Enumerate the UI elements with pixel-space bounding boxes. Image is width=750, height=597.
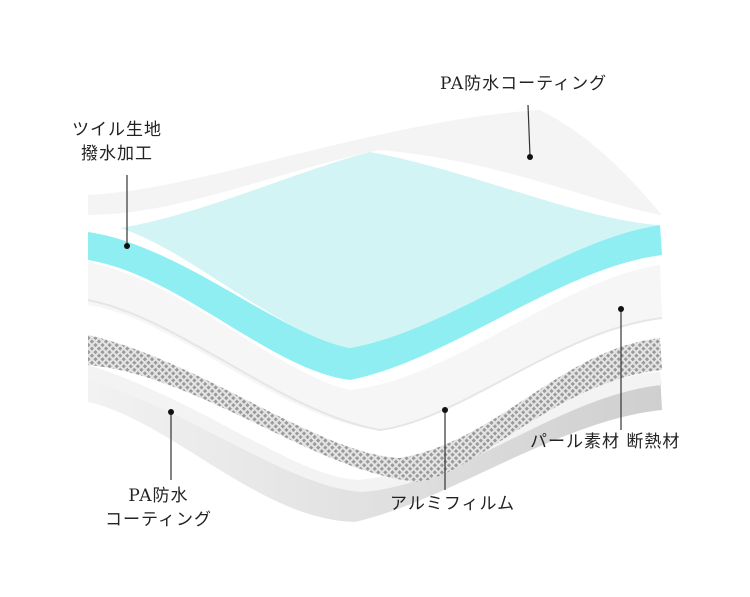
- label-pearl: パール素材 断熱材: [530, 432, 681, 452]
- pearl-insulation-layer: [88, 262, 662, 430]
- label-twill-line2: 撥水加工: [81, 144, 153, 164]
- leader-dots: [124, 154, 624, 415]
- label-twill-line1: ツイル生地: [72, 120, 162, 140]
- label-top-coating: PA防水コーティング: [440, 74, 608, 94]
- aluminum-film-layer: [88, 335, 662, 482]
- label-aluminum: アルミフィルム: [390, 494, 516, 514]
- top-coating-layer: [88, 110, 662, 215]
- label-bottom-coating-line1: PA防水: [128, 486, 189, 506]
- label-twill: ツイル生地 撥水加工: [72, 118, 162, 166]
- label-bottom-coating: PA防水 コーティング: [105, 484, 212, 532]
- twill-layer: [88, 225, 662, 380]
- label-bottom-coating-line2: コーティング: [105, 510, 212, 530]
- leader-lines: [126, 104, 622, 490]
